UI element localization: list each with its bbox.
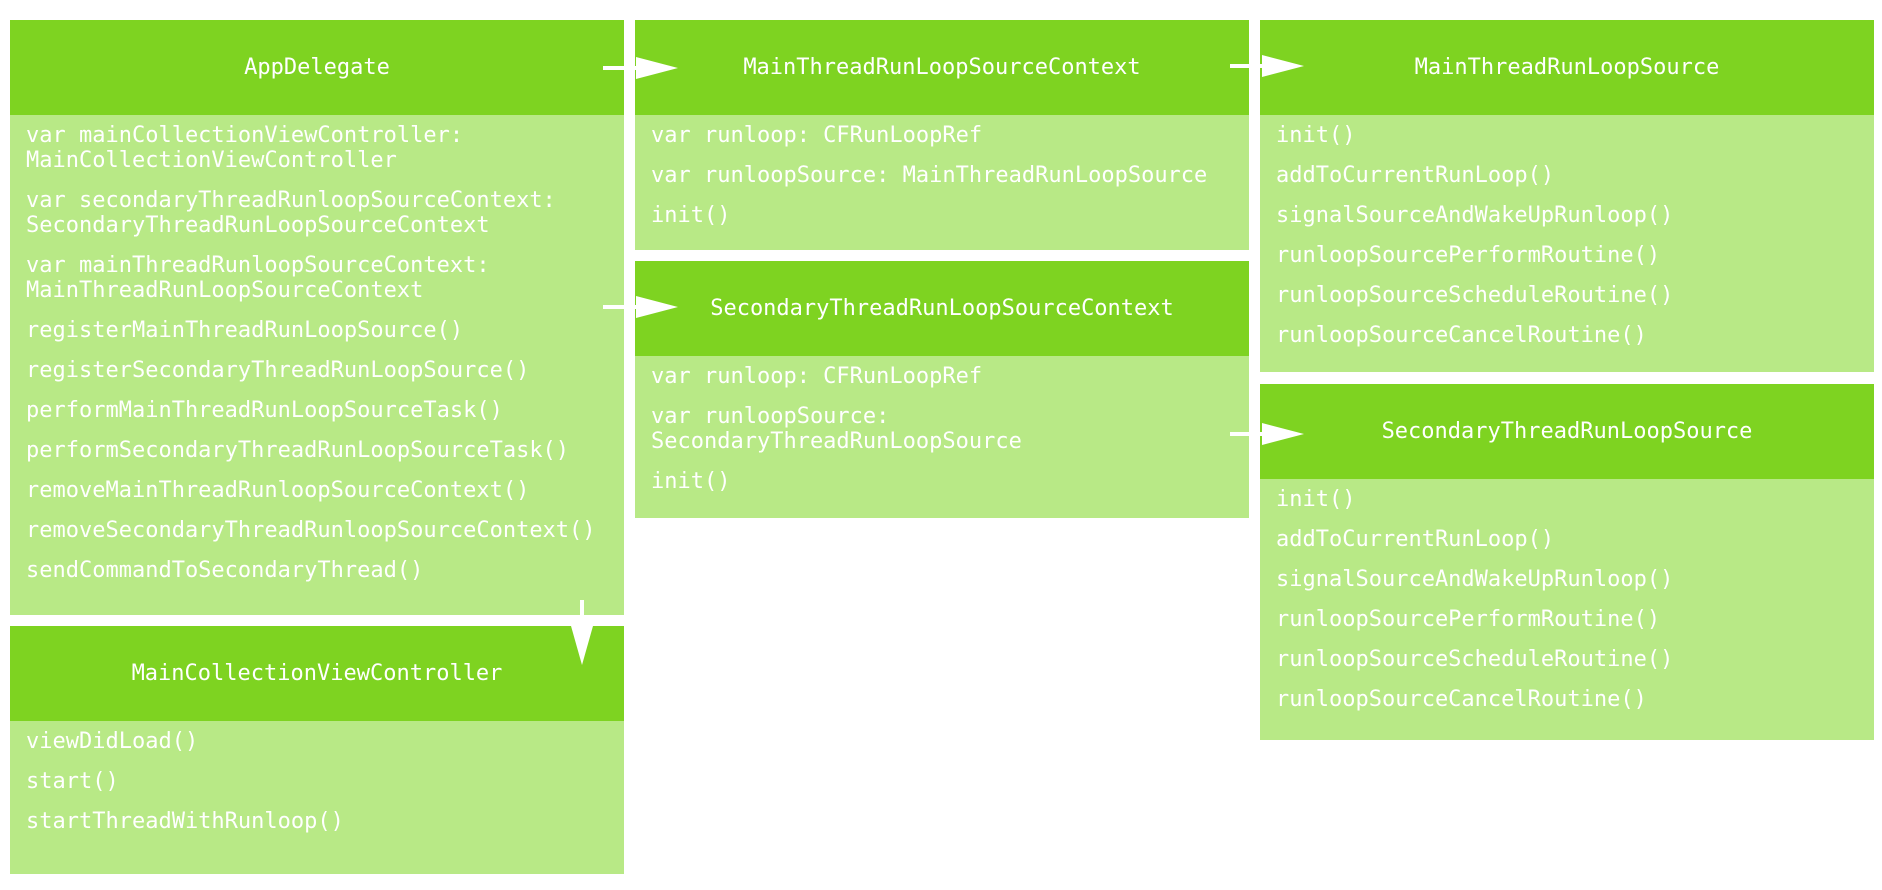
class-member: init() [1276,487,1356,512]
class-box-main-thread-runloop-source-context: MainThreadRunLoopSourceContext var runlo… [635,20,1249,250]
class-member: var mainCollectionViewController: MainCo… [26,123,464,173]
class-member: signalSourceAndWakeUpRunloop() [1276,203,1674,228]
class-header: MainThreadRunLoopSource [1260,20,1874,115]
class-member: var mainThreadRunloopSourceContext: Main… [26,253,490,303]
class-member: removeMainThreadRunloopSourceContext() [26,478,530,503]
class-member: init() [651,203,731,228]
class-header: MainThreadRunLoopSourceContext [635,20,1249,115]
class-name: SecondaryThreadRunLoopSourceContext [710,296,1174,321]
class-member: signalSourceAndWakeUpRunloop() [1276,567,1674,592]
class-members: var mainCollectionViewController: MainCo… [10,115,624,615]
class-member: removeSecondaryThreadRunloopSourceContex… [26,518,596,543]
class-members: init() addToCurrentRunLoop() signalSourceA… [1260,479,1874,740]
class-name: MainCollectionViewController [131,661,503,686]
class-member: var runloop: CFRunLoopRef [651,123,983,148]
class-member: runloopSourcePerformRoutine() [1276,243,1661,268]
class-name: SecondaryThreadRunLoopSource [1381,419,1753,444]
class-member: var runloopSource: SecondaryThreadRunLoo… [651,404,1022,454]
class-member: var secondaryThreadRunloopSourceContext:… [26,188,556,238]
class-box-secondary-thread-runloop-source-context: SecondaryThreadRunLoopSourceContext var … [635,261,1249,518]
class-header: MainCollectionViewController [10,626,624,721]
class-member: runloopSourcePerformRoutine() [1276,607,1661,632]
class-member: viewDidLoad() [26,729,199,754]
class-header: AppDelegate [10,20,624,115]
class-member: var runloop: CFRunLoopRef [651,364,983,389]
class-box-main-collection-view-controller: MainCollectionViewController viewDidLoad… [10,626,624,874]
class-header: SecondaryThreadRunLoopSourceContext [635,261,1249,356]
class-members: var runloop: CFRunLoopRef var runloopSour… [635,356,1249,518]
class-name: AppDelegate [244,55,390,80]
class-member: startThreadWithRunloop() [26,809,344,834]
class-member: registerMainThreadRunLoopSource() [26,318,464,343]
class-member: runloopSourceCancelRoutine() [1276,323,1647,348]
class-box-main-thread-runloop-source: MainThreadRunLoopSource init() addToCurre… [1260,20,1874,372]
class-member: sendCommandToSecondaryThread() [26,558,424,583]
class-member: addToCurrentRunLoop() [1276,527,1555,552]
class-member: start() [26,769,119,794]
class-member: addToCurrentRunLoop() [1276,163,1555,188]
class-member: var runloopSource: MainThreadRunLoopSour… [651,163,1208,188]
class-member: runloopSourceCancelRoutine() [1276,687,1647,712]
class-name: MainThreadRunLoopSource [1414,55,1720,80]
class-member: runloopSourceScheduleRoutine() [1276,647,1674,672]
class-member: performMainThreadRunLoopSourceTask() [26,398,503,423]
class-members: init() addToCurrentRunLoop() signalSourceA… [1260,115,1874,372]
class-member: init() [651,469,731,494]
class-member: performSecondaryThreadRunLoopSourceTask(… [26,438,570,463]
class-box-secondary-thread-runloop-source: SecondaryThreadRunLoopSource init() addTo… [1260,384,1874,740]
class-header: SecondaryThreadRunLoopSource [1260,384,1874,479]
class-name: MainThreadRunLoopSourceContext [743,55,1141,80]
class-box-app-delegate: AppDelegate var mainCollectionViewContro… [10,20,624,615]
class-member: init() [1276,123,1356,148]
class-member: registerSecondaryThreadRunLoopSource() [26,358,530,383]
class-member: runloopSourceScheduleRoutine() [1276,283,1674,308]
class-members: var runloop: CFRunLoopRef var runloopSour… [635,115,1249,250]
class-members: viewDidLoad() start() startThreadWithRunlo… [10,721,624,874]
